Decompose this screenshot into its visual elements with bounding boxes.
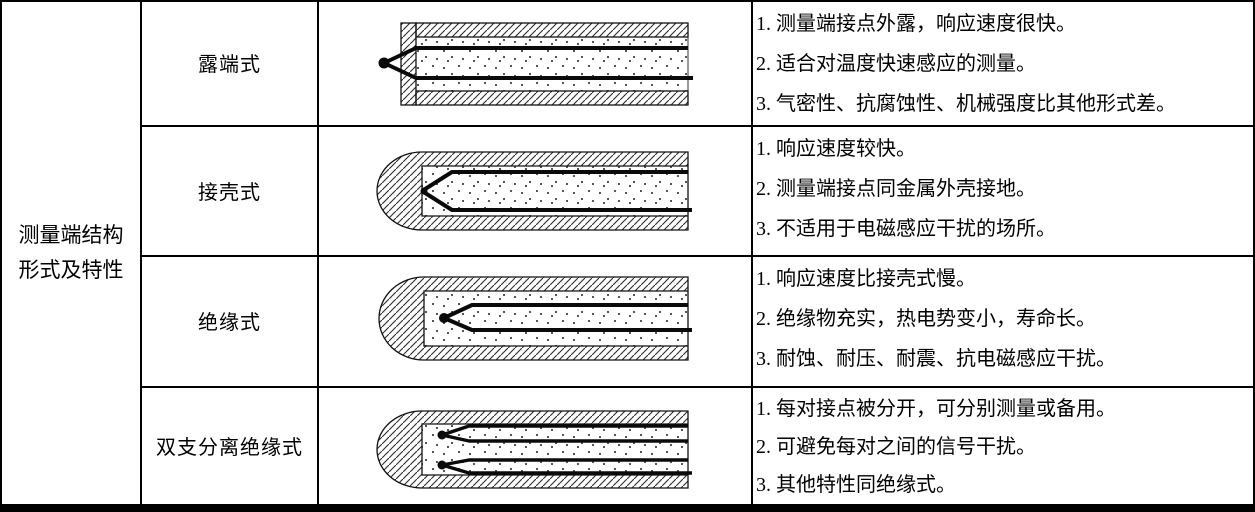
feature-line: 3. 不适用于电磁感应干扰的场所。 (756, 218, 1056, 240)
feature-line: 2. 绝缘物充实，热电势变小，寿命长。 (756, 308, 1096, 330)
features-cell-exposed: 1. 测量端接点外露，响应速度很快。 2. 适合对温度快速感应的测量。 3. 气… (753, 2, 1253, 127)
header-line-2: 形式及特性 (18, 258, 124, 282)
type-cell-exposed: 露端式 (142, 2, 319, 127)
type-cell-insulated: 绝缘式 (142, 257, 319, 388)
type-label: 绝缘式 (198, 312, 261, 334)
feature-line: 2. 可避免每对之间的信号干扰。 (756, 436, 1036, 458)
features-cell-shell-grounded: 1. 响应速度较快。 2. 测量端接点同金属外壳接地。 3. 不适用于电磁感应干… (753, 127, 1253, 257)
feature-line: 2. 测量端接点同金属外壳接地。 (756, 178, 1036, 200)
junction-dot (420, 187, 428, 195)
junction-dot (439, 313, 449, 323)
diagram-cell-exposed (319, 2, 753, 127)
dual-separated-insulated-junction-diagram (376, 410, 692, 489)
type-cell-dual-separated: 双支分离绝缘式 (142, 388, 319, 504)
diagram-cell-insulated (319, 257, 753, 388)
feature-line: 1. 响应速度比接壳式慢。 (756, 268, 976, 290)
junction-dot (378, 57, 390, 69)
feature-line: 3. 其他特性同绝缘式。 (756, 474, 956, 496)
diagram-cell-shell-grounded (319, 127, 753, 257)
type-cell-shell-grounded: 接壳式 (142, 127, 319, 257)
shell-grounded-junction-diagram (376, 151, 692, 231)
insulated-junction-diagram (378, 276, 692, 361)
junction-dot-upper (437, 430, 447, 440)
type-label: 露端式 (198, 54, 261, 76)
features-cell-insulated: 1. 响应速度比接壳式慢。 2. 绝缘物充实，热电势变小，寿命长。 3. 耐蚀、… (753, 257, 1253, 388)
type-label: 接壳式 (198, 181, 261, 204)
type-label: 双支分离绝缘式 (156, 436, 303, 459)
junction-dot-lower (437, 460, 447, 470)
feature-line: 1. 响应速度较快。 (756, 138, 916, 160)
features-cell-dual-separated: 1. 每对接点被分开，可分别测量或备用。 2. 可避免每对之间的信号干扰。 3.… (753, 388, 1253, 504)
header-line-1: 测量端结构 (18, 222, 124, 247)
row-header-measuring-junction: 测量端结构 形式及特性 (2, 2, 142, 504)
exposed-junction-diagram (378, 22, 693, 106)
feature-line: 1. 每对接点被分开，可分别测量或备用。 (756, 398, 1116, 420)
feature-line: 2. 适合对温度快速感应的测量。 (756, 53, 1036, 75)
feature-line: 1. 测量端接点外露，响应速度很快。 (756, 13, 1076, 35)
feature-line: 3. 耐蚀、耐压、耐震、抗电磁感应干扰。 (756, 348, 1116, 370)
feature-line: 3. 气密性、抗腐蚀性、机械强度比其他形式差。 (756, 93, 1176, 115)
diagram-cell-dual-separated (319, 388, 753, 504)
